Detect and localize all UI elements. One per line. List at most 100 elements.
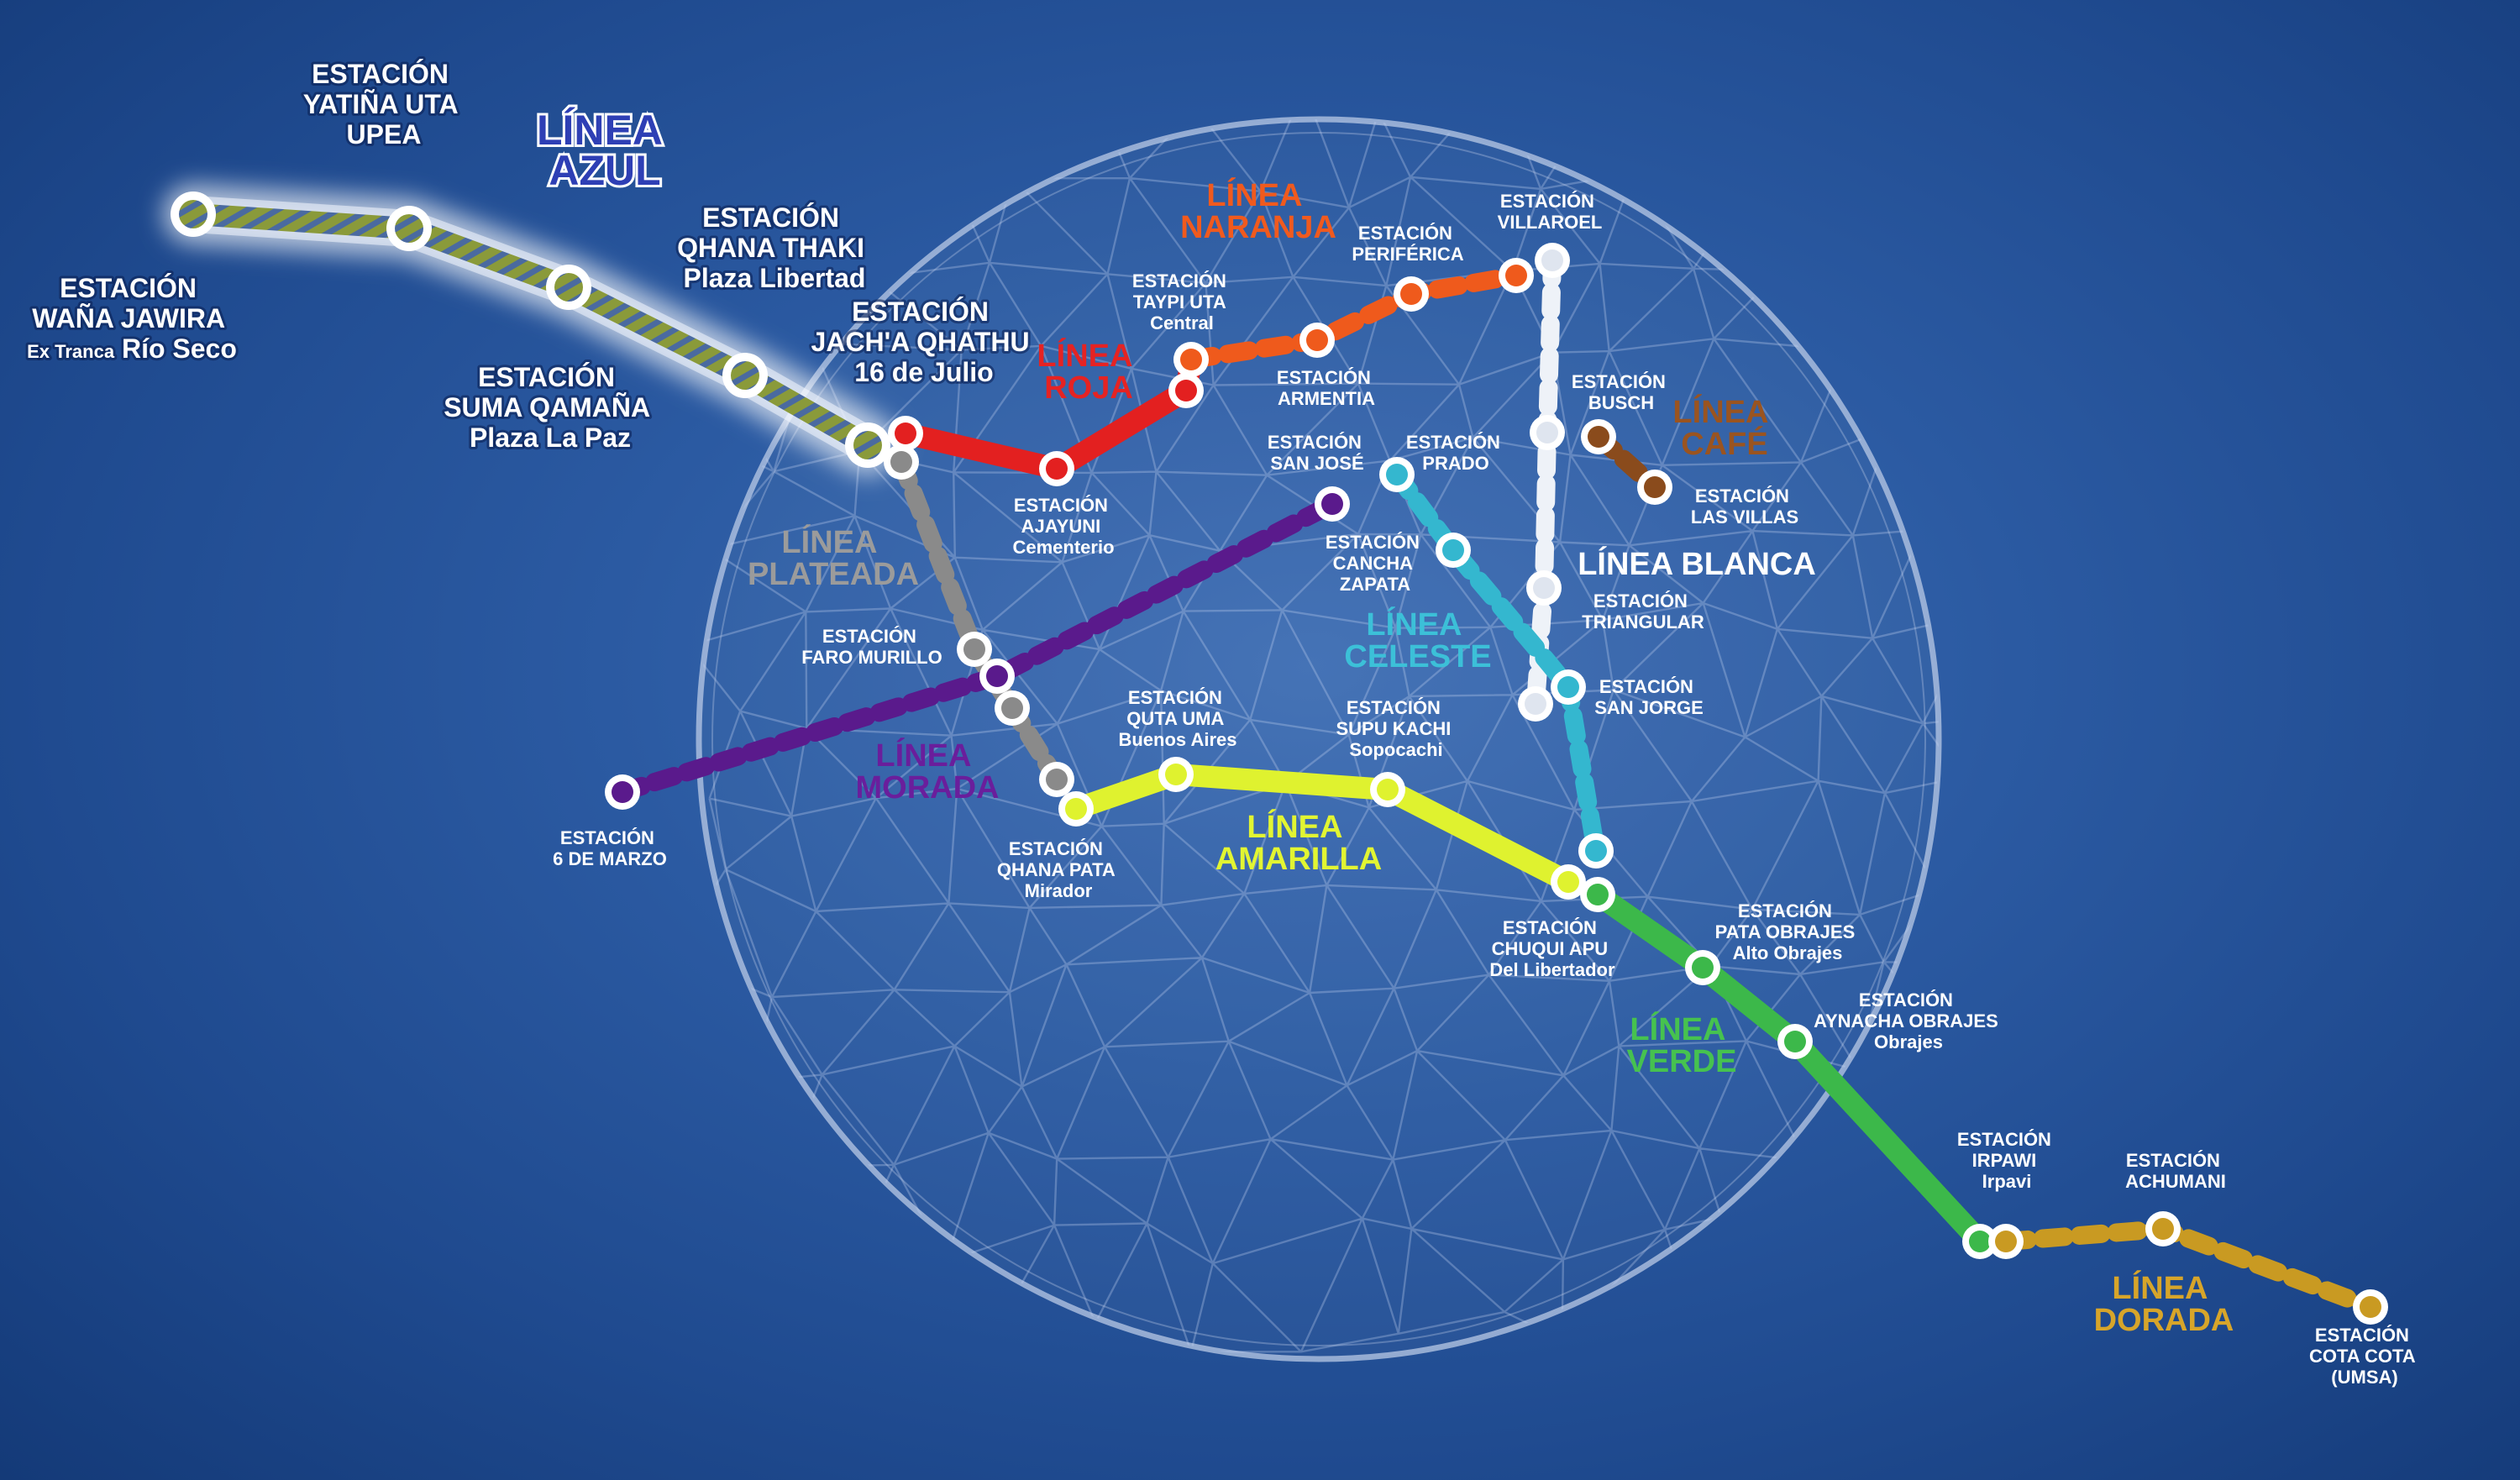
station-qhana-pata[interactable] (1058, 791, 1094, 827)
station-busch[interactable] (1581, 419, 1616, 454)
geodesic-mesh (699, 119, 1939, 1353)
station-jacha-qhathu-roja[interactable] (888, 416, 923, 451)
plateada-label: LÍNEA PLATEADA (748, 523, 919, 592)
station-dot (1536, 422, 1558, 443)
station-dot (1505, 265, 1527, 286)
label-ajayuni: ESTACIÓN AJAYUNI Cementerio (1012, 495, 1114, 558)
station-faro-murillo-morada[interactable] (979, 659, 1015, 694)
station-yatina-uta[interactable] (386, 206, 432, 251)
station-cancha-zapata[interactable] (1436, 533, 1471, 568)
blanca-label: LÍNEA BLANCA (1578, 545, 1816, 582)
station-aynacha-obrajes[interactable] (1777, 1024, 1813, 1059)
label-supu-kachi: ESTACIÓN SUPU KACHI Sopocachi (1336, 697, 1456, 760)
label-quta-uma: ESTACIÓN QUTA UMA Buenos Aires (1118, 687, 1236, 750)
station-suma-qamana[interactable] (546, 265, 591, 310)
station-periferica[interactable] (1394, 276, 1429, 312)
roja-label: LÍNEA ROJA (1037, 337, 1140, 406)
amarilla-label: LÍNEA AMARILLA (1215, 808, 1382, 877)
label-taypi-uta: ESTACIÓN TAYPI UTA Central (1132, 270, 1231, 333)
station-villaroel[interactable] (1535, 243, 1570, 278)
station-dot (1525, 693, 1546, 715)
station-dot (395, 214, 423, 243)
station-dot (1969, 1231, 1991, 1252)
station-plateada-start[interactable] (884, 444, 919, 480)
station-supu-kachi[interactable] (1370, 772, 1405, 807)
azul-label: LÍNEA AZUL (537, 107, 673, 194)
label-periferica: ESTACIÓN PERIFÉRICA (1352, 223, 1463, 265)
station-dot (1400, 283, 1422, 305)
station-dot (1442, 539, 1464, 561)
label-jacha-qhathu: ESTACIÓN JACH'A QHATHU 16 de Julio (811, 297, 1037, 387)
station-dot (1784, 1031, 1806, 1052)
label-triangular: ESTACIÓN TRIANGULAR (1582, 590, 1704, 632)
station-blanca-mid[interactable] (1530, 415, 1565, 450)
station-blanca-end[interactable] (1518, 686, 1553, 722)
station-pata-obrajes[interactable] (1685, 950, 1720, 985)
label-wana-jawira: ESTACIÓN WAÑA JAWIRA Ex Tranca Río Seco (27, 273, 237, 364)
station-dot (1180, 349, 1202, 370)
station-dot (554, 273, 583, 302)
station-irpawi[interactable] (1962, 1224, 1998, 1259)
station-qhana-thaki[interactable] (722, 353, 768, 398)
station-triangular[interactable] (1526, 570, 1562, 606)
station-dot (2360, 1296, 2381, 1318)
station-dot (1377, 779, 1399, 800)
station-achumani[interactable] (2145, 1211, 2181, 1246)
station-chuqui-apu-amarilla[interactable] (1551, 864, 1586, 900)
station-wana-jawira[interactable] (171, 192, 216, 237)
label-san-jorge: ESTACIÓN SAN JORGE (1594, 676, 1704, 718)
station-las-villas[interactable] (1637, 470, 1672, 505)
label-armentia: ESTACIÓN ARMENTIA (1277, 367, 1376, 409)
label-prado: ESTACIÓN PRADO (1406, 432, 1505, 474)
label-cancha-zapata: ESTACIÓN CANCHA ZAPATA (1326, 532, 1425, 595)
station-dot (1541, 249, 1563, 271)
station-plateada-mid[interactable] (995, 690, 1030, 726)
station-quta-uma[interactable] (1158, 757, 1194, 792)
station-faro-murillo[interactable] (957, 632, 992, 667)
station-dot (1175, 380, 1197, 401)
station-dot (986, 665, 1008, 687)
amarilla-line (1065, 764, 1579, 893)
station-san-jose[interactable] (1315, 486, 1350, 522)
station-san-jorge[interactable] (1551, 669, 1586, 705)
station-seis-marzo[interactable] (605, 774, 640, 810)
station-jacha-qhathu[interactable] (845, 422, 890, 468)
station-villaroel-naranja[interactable] (1499, 258, 1534, 293)
station-chuqui-apu[interactable] (1580, 877, 1615, 912)
station-dot (895, 422, 916, 444)
station-taypi-uta[interactable] (1173, 342, 1209, 377)
station-dot (1557, 676, 1579, 698)
station-dot (1587, 884, 1609, 905)
station-dot (1644, 476, 1666, 498)
verde-label: LÍNEA VERDE (1627, 1010, 1737, 1079)
station-armentia[interactable] (1299, 323, 1335, 358)
station-celeste-end[interactable] (1578, 833, 1614, 869)
station-irpawi-dorada[interactable] (1988, 1224, 2024, 1259)
station-dot (890, 451, 912, 473)
station-dot (1386, 464, 1408, 485)
station-dot (731, 361, 759, 390)
station-dot (1585, 840, 1607, 862)
station-prado[interactable] (1379, 457, 1415, 492)
naranja-label: LÍNEA NARANJA (1180, 176, 1336, 245)
naranja-line (1182, 266, 1525, 369)
label-las-villas: ESTACIÓN LAS VILLAS (1691, 485, 1798, 527)
station-dot (963, 638, 985, 660)
station-ajayuni[interactable] (1039, 451, 1074, 486)
label-achumani: ESTACIÓN ACHUMANI (2125, 1150, 2226, 1192)
station-dot (179, 200, 207, 228)
stations-layer (171, 192, 2388, 1325)
label-seis-marzo: ESTACIÓN 6 DE MARZO (553, 827, 667, 869)
station-dot (1046, 769, 1068, 790)
label-pata-obrajes: ESTACIÓN PATA OBRAJES Alto Obrajes (1715, 900, 1861, 963)
station-plateada-end[interactable] (1039, 762, 1074, 797)
station-taypi-uta-roja[interactable] (1168, 373, 1204, 408)
station-cota-cota[interactable] (2353, 1289, 2388, 1325)
label-aynacha-obrajes: ESTACIÓN AYNACHA OBRAJES Obrajes (1814, 989, 2003, 1052)
mesh-lines (699, 119, 1939, 1353)
station-dot (1692, 957, 1714, 979)
celeste-line (1388, 465, 1605, 860)
station-labels: ESTACIÓN WAÑA JAWIRA Ex Tranca Río Seco … (24, 56, 2416, 1388)
station-dot (1046, 458, 1068, 480)
